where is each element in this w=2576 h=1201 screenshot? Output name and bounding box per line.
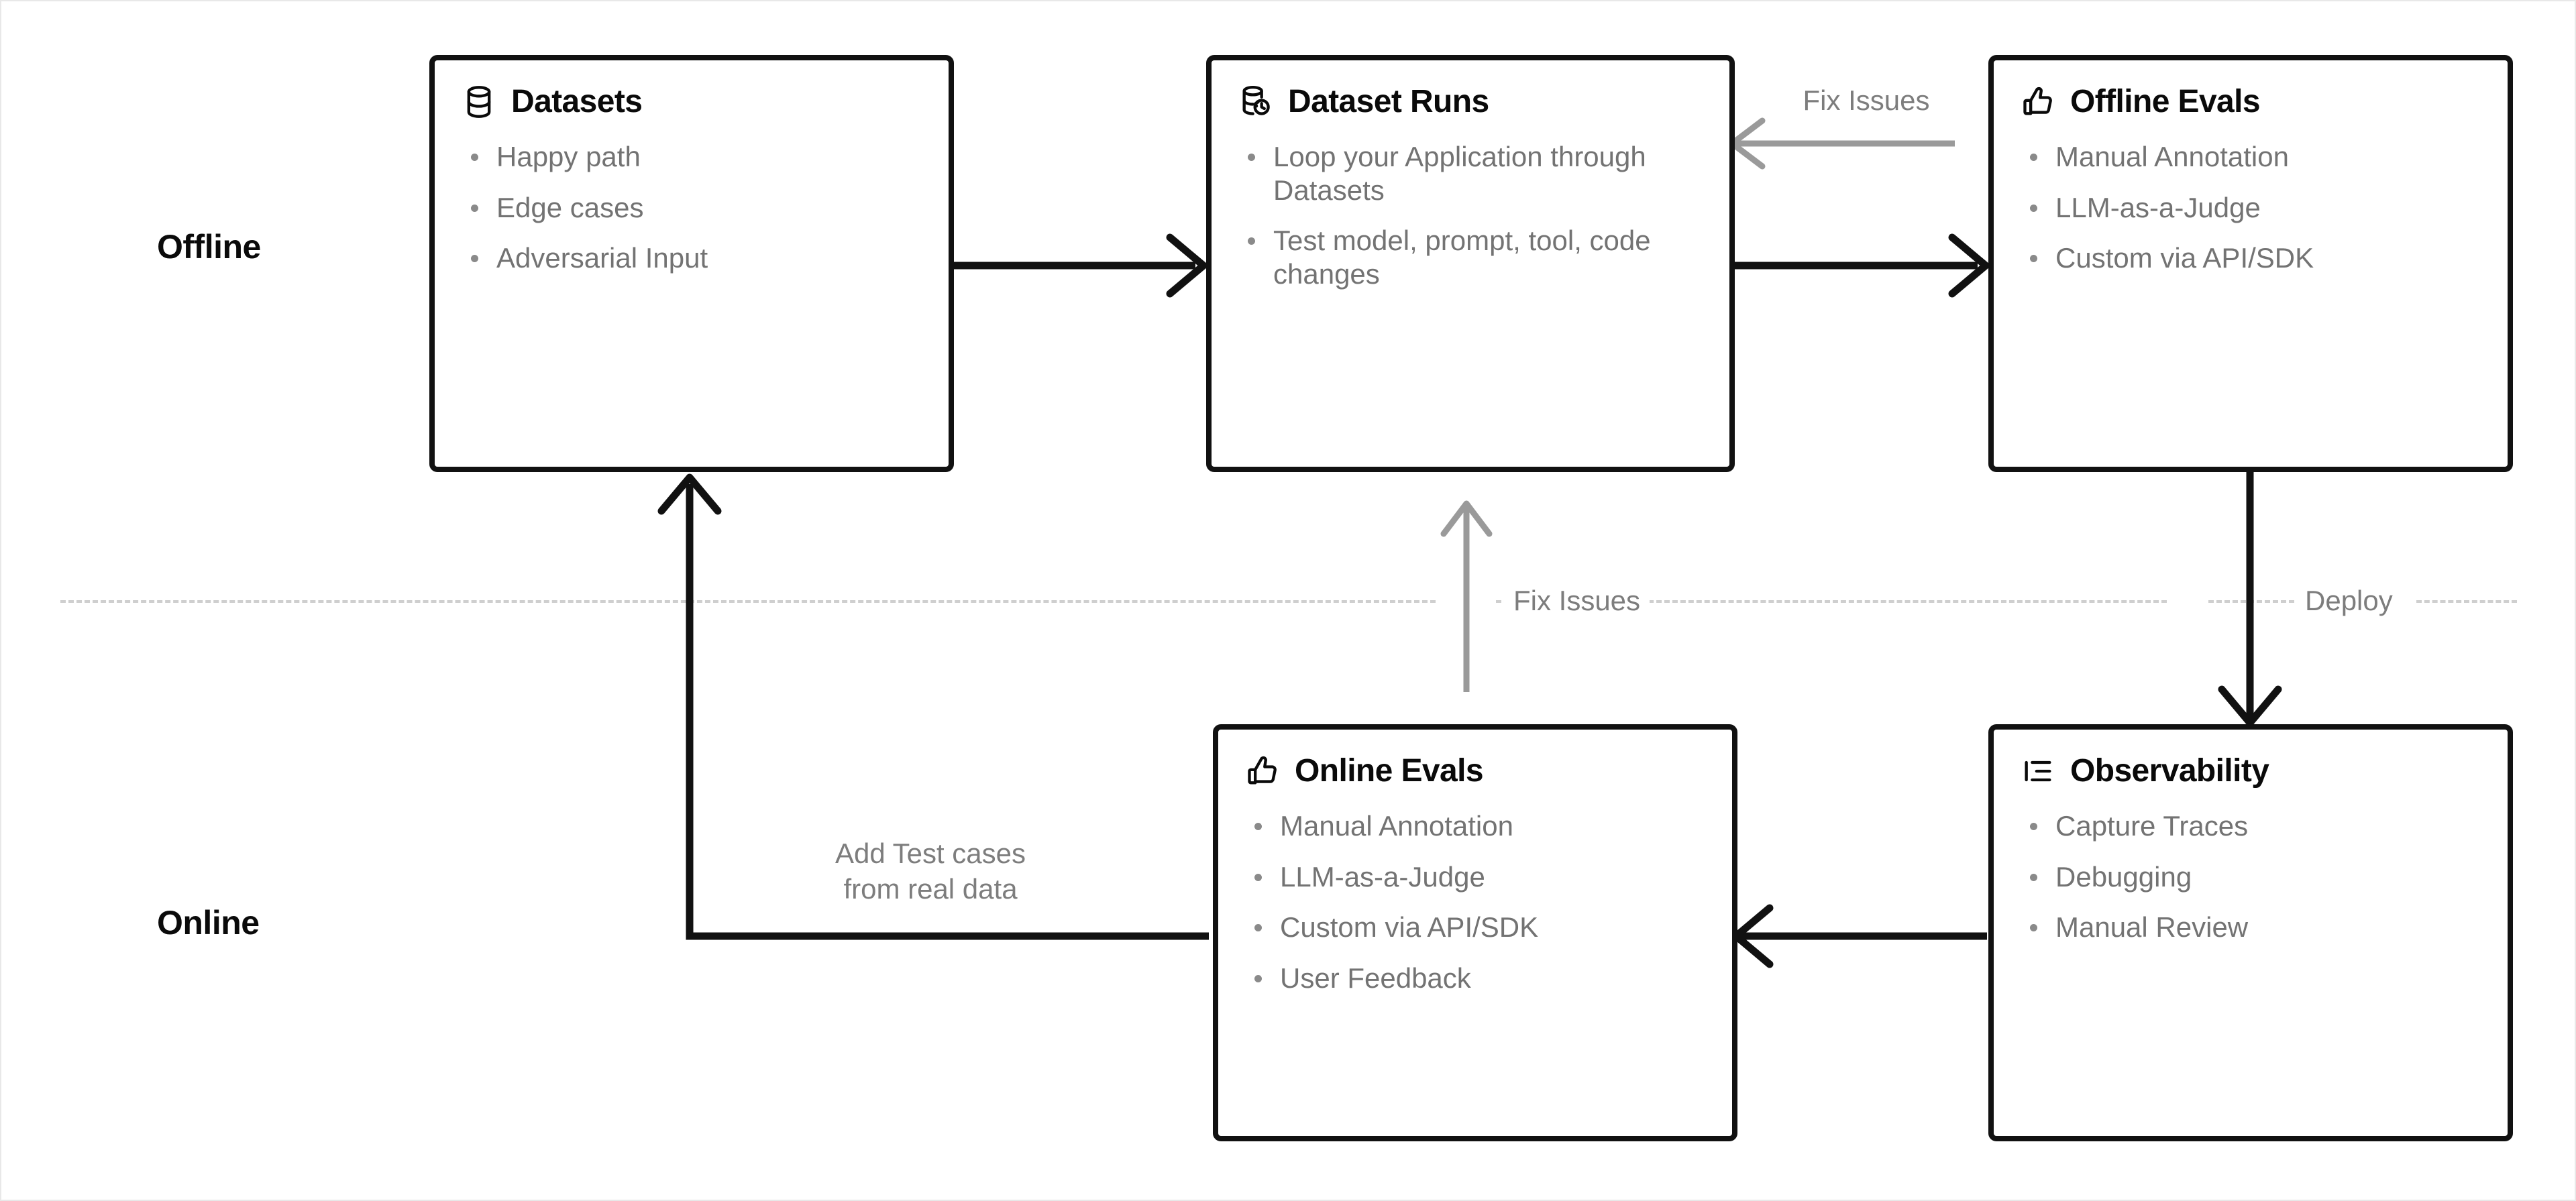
edge-dataset-runs-to-offline-evals — [1735, 233, 1990, 298]
node-offline-evals[interactable]: Offline Evals Manual Annotation LLM-as-a… — [1988, 55, 2513, 472]
node-title: Offline Evals — [2070, 84, 2261, 119]
lane-divider-segment — [60, 600, 1436, 603]
node-bullet-list: Manual Annotation LLM-as-a-Judge Custom … — [1245, 809, 1705, 994]
divider-label-fix-issues: Fix Issues — [1504, 585, 1650, 617]
edge-offline-evals-to-observability — [2218, 472, 2282, 727]
node-online-evals[interactable]: Online Evals Manual Annotation LLM-as-a-… — [1213, 724, 1737, 1141]
lane-divider-segment — [2208, 600, 2343, 603]
edge-observability-to-online-evals — [1732, 904, 1987, 968]
node-header: Offline Evals — [2021, 83, 2481, 120]
node-observability[interactable]: Observability Capture Traces Debugging M… — [1988, 724, 2513, 1141]
edge-online-evals-fix-issues — [1440, 500, 1493, 692]
divider-label-deploy: Deploy — [2296, 585, 2402, 617]
node-title: Observability — [2070, 753, 2269, 789]
list-item: Adversarial Input — [462, 241, 922, 275]
list-item: LLM-as-a-Judge — [1245, 860, 1705, 894]
node-header: Dataset Runs — [1238, 83, 1703, 120]
node-title: Datasets — [511, 84, 643, 119]
node-bullet-list: Manual Annotation LLM-as-a-Judge Custom … — [2021, 140, 2481, 275]
node-bullet-list: Loop your Application through Datasets T… — [1238, 140, 1703, 290]
list-item: Capture Traces — [2021, 809, 2481, 843]
node-datasets[interactable]: Datasets Happy path Edge cases Adversari… — [429, 55, 954, 472]
node-bullet-list: Happy path Edge cases Adversarial Input — [462, 140, 922, 275]
lane-label-online: Online — [157, 904, 260, 941]
node-header: Observability — [2021, 752, 2481, 789]
lane-label-offline: Offline — [157, 228, 261, 266]
node-header: Datasets — [462, 83, 922, 120]
lane-divider-segment — [2416, 600, 2517, 603]
lane-divider-segment — [1496, 600, 2167, 603]
list-item: Loop your Application through Datasets — [1238, 140, 1703, 207]
database-history-icon — [1242, 85, 1270, 115]
list-item: User Feedback — [1245, 962, 1705, 995]
list-item: Test model, prompt, tool, code changes — [1238, 224, 1703, 290]
node-header: Online Evals — [1245, 752, 1705, 789]
node-dataset-runs[interactable]: Dataset Runs Loop your Application throu… — [1206, 55, 1735, 472]
list-item: Custom via API/SDK — [1245, 911, 1705, 944]
list-item: Debugging — [2021, 860, 2481, 894]
edge-offline-evals-fix-issues — [1729, 117, 1955, 170]
edge-label-fix-issues-top: Fix Issues — [1803, 84, 1930, 116]
list-tree-icon — [2025, 760, 2051, 781]
thumbs-up-icon — [1248, 756, 1277, 784]
thumbs-up-icon — [2023, 87, 2052, 115]
list-item: Custom via API/SDK — [2021, 241, 2481, 275]
node-bullet-list: Capture Traces Debugging Manual Review — [2021, 809, 2481, 944]
edge-label-add-test-cases: Add Test cases from real data — [835, 838, 1026, 905]
list-item: Manual Annotation — [2021, 140, 2481, 174]
list-item: Edge cases — [462, 191, 922, 225]
node-title: Dataset Runs — [1288, 84, 1489, 119]
database-icon — [467, 85, 491, 118]
list-item: Manual Annotation — [1245, 809, 1705, 843]
node-title: Online Evals — [1295, 753, 1484, 789]
edge-datasets-to-dataset-runs — [954, 233, 1208, 298]
list-item: Happy path — [462, 140, 922, 174]
list-item: LLM-as-a-Judge — [2021, 191, 2481, 225]
list-item: Manual Review — [2021, 911, 2481, 944]
